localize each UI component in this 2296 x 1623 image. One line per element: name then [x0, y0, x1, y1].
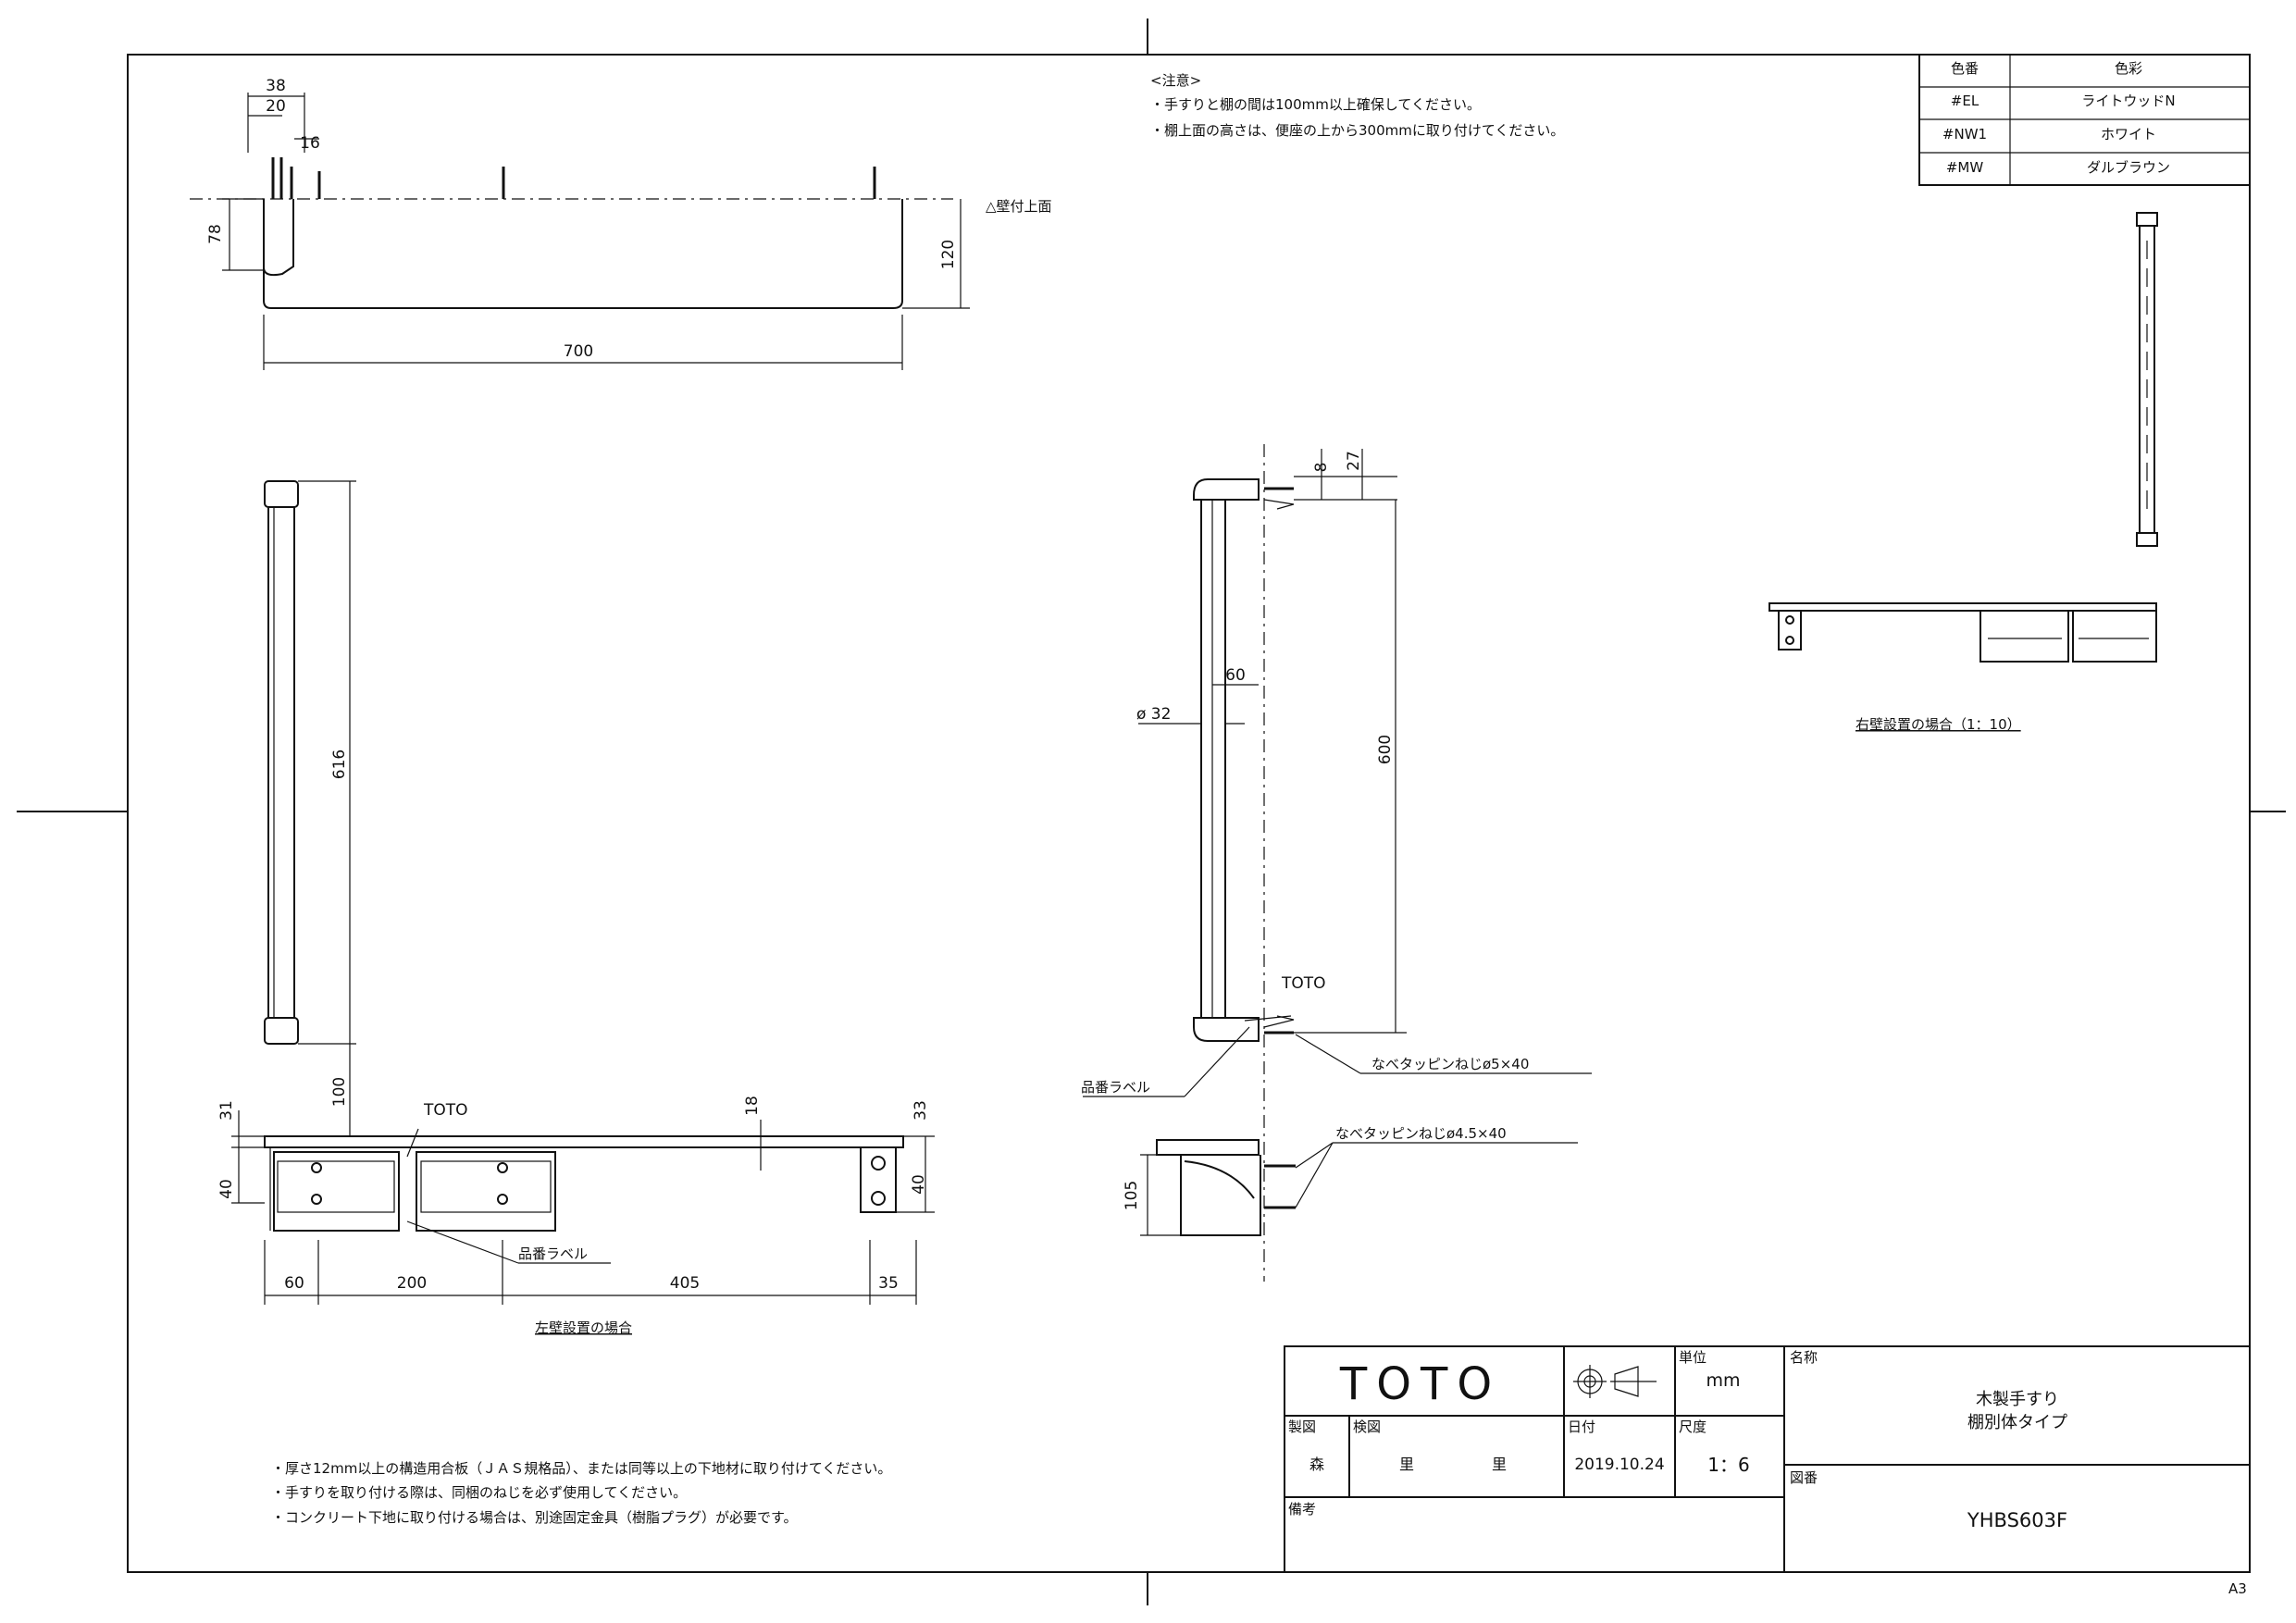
- remarks-label: 備考: [1288, 1501, 1316, 1518]
- color-code: #NW1: [1942, 126, 1987, 142]
- dim-8: 8: [1312, 463, 1331, 473]
- dim-78: 78: [206, 224, 225, 244]
- right-view-drawing: 右壁設置の場合（1：10）: [1769, 212, 2158, 733]
- dim-35: 35: [878, 1274, 899, 1293]
- dim-38: 38: [266, 77, 286, 95]
- bottom-note: ・厚さ12mm以上の構造用合板（ＪＡＳ規格品）、または同等以上の下地材に取り付け…: [271, 1460, 891, 1477]
- color-name-header: 色彩: [2115, 60, 2142, 77]
- screw-label-5x40: なべタッピンねじø5×40: [1371, 1056, 1529, 1072]
- drawn-stamp: 森: [1309, 1456, 1324, 1473]
- bottom-notes: ・厚さ12mm以上の構造用合板（ＪＡＳ規格品）、または同等以上の下地材に取り付け…: [271, 1460, 891, 1526]
- color-code: #EL: [1951, 93, 1980, 109]
- drawing-no-value: YHBS603F: [1967, 1509, 2067, 1531]
- dim-200: 200: [397, 1274, 427, 1293]
- color-name: ライトウッドN: [2081, 93, 2175, 109]
- wall-surface-label: △壁付上面: [986, 198, 1052, 215]
- dim-105: 105: [1123, 1181, 1141, 1210]
- date-label: 日付: [1568, 1419, 1595, 1435]
- notes-heading: <注意>: [1150, 72, 1201, 89]
- screw-label-4-5x40: なべタッピンねじø4.5×40: [1335, 1125, 1507, 1142]
- color-code: #MW: [1946, 159, 1984, 176]
- dim-60: 60: [1225, 666, 1246, 685]
- check-stamp: 里: [1492, 1456, 1507, 1473]
- check-stamp: 里: [1399, 1456, 1414, 1473]
- bottom-note: ・手すりを取り付ける際は、同梱のねじを必ず使用してください。: [271, 1484, 687, 1501]
- dim-700: 700: [564, 342, 593, 361]
- dim-diameter-32: ø 32: [1136, 705, 1171, 724]
- dim-120: 120: [939, 240, 958, 269]
- dim-16: 16: [300, 134, 320, 153]
- top-notes: <注意> ・手すりと棚の間は100mm以上確保してください。 ・棚上面の高さは、…: [1150, 72, 1564, 139]
- dim-31: 31: [217, 1100, 236, 1121]
- unit-label: 単位: [1679, 1349, 1706, 1366]
- left-view-caption: 左壁設置の場合: [535, 1319, 632, 1336]
- color-name: ダルブラウン: [2087, 159, 2170, 176]
- left-view-drawing: 616 100 31 40 18 33 40 60 200 405 35 TOT…: [217, 480, 935, 1336]
- dim-40: 40: [217, 1179, 236, 1199]
- dim-100: 100: [330, 1077, 349, 1107]
- dim-20: 20: [266, 97, 286, 116]
- dim-27: 27: [1345, 451, 1363, 471]
- part-label: 品番ラベル: [1081, 1079, 1150, 1096]
- unit-value: mm: [1706, 1370, 1740, 1391]
- brand-label: TOTO: [423, 1101, 468, 1120]
- sheet-frame: [17, 19, 2286, 1605]
- dim-616: 616: [330, 750, 349, 779]
- drawing-no-label: 図番: [1790, 1469, 1818, 1486]
- note-item: ・棚上面の高さは、便座の上から300mmに取り付けてください。: [1150, 122, 1564, 139]
- bottom-note: ・コンクリート下地に取り付ける場合は、別途固定金具（樹脂プラグ）が必要です。: [271, 1509, 798, 1526]
- dim-18: 18: [743, 1096, 762, 1116]
- dim-600: 600: [1376, 735, 1395, 764]
- name-line2: 棚別体タイプ: [1967, 1413, 2067, 1432]
- dim-60: 60: [284, 1274, 304, 1293]
- title-block: TOTO 単位 mm 名称 木製手すり 棚別体タイプ 製図 検図 日付 尺度 森…: [1284, 1345, 2251, 1573]
- brand-label: TOTO: [1281, 974, 1326, 993]
- check-label: 検図: [1353, 1419, 1381, 1435]
- top-view-drawing: 38 20 16 78 120 700 △壁付上面: [190, 77, 1052, 370]
- dim-405: 405: [670, 1274, 700, 1293]
- note-item: ・手すりと棚の間は100mm以上確保してください。: [1150, 96, 1481, 113]
- drawn-label: 製図: [1288, 1419, 1316, 1435]
- name-label: 名称: [1790, 1349, 1818, 1366]
- dim-33: 33: [912, 1100, 930, 1121]
- date-value: 2019.10.24: [1574, 1456, 1664, 1474]
- scale-label: 尺度: [1679, 1419, 1706, 1435]
- toto-logo: TOTO: [1339, 1358, 1501, 1410]
- part-label: 品番ラベル: [518, 1245, 588, 1262]
- side-view-drawing: 8 27 60 ø 32 600 105 TOTO 品番ラベル なべタッピンねじ…: [1081, 444, 1592, 1282]
- dim-40: 40: [910, 1174, 928, 1195]
- scale-value: 1：6: [1707, 1454, 1749, 1476]
- color-table: 色番 色彩 #EL ライトウッドN #NW1 ホワイト #MW ダルブラウン: [1918, 54, 2251, 186]
- sheet-size-label: A3: [2228, 1580, 2247, 1597]
- color-name: ホワイト: [2101, 126, 2156, 142]
- name-line1: 木製手すり: [1976, 1390, 2059, 1409]
- right-view-caption: 右壁設置の場合（1：10）: [1855, 716, 2021, 733]
- projection-symbol-icon: [1573, 1365, 1657, 1398]
- color-code-header: 色番: [1951, 60, 1979, 77]
